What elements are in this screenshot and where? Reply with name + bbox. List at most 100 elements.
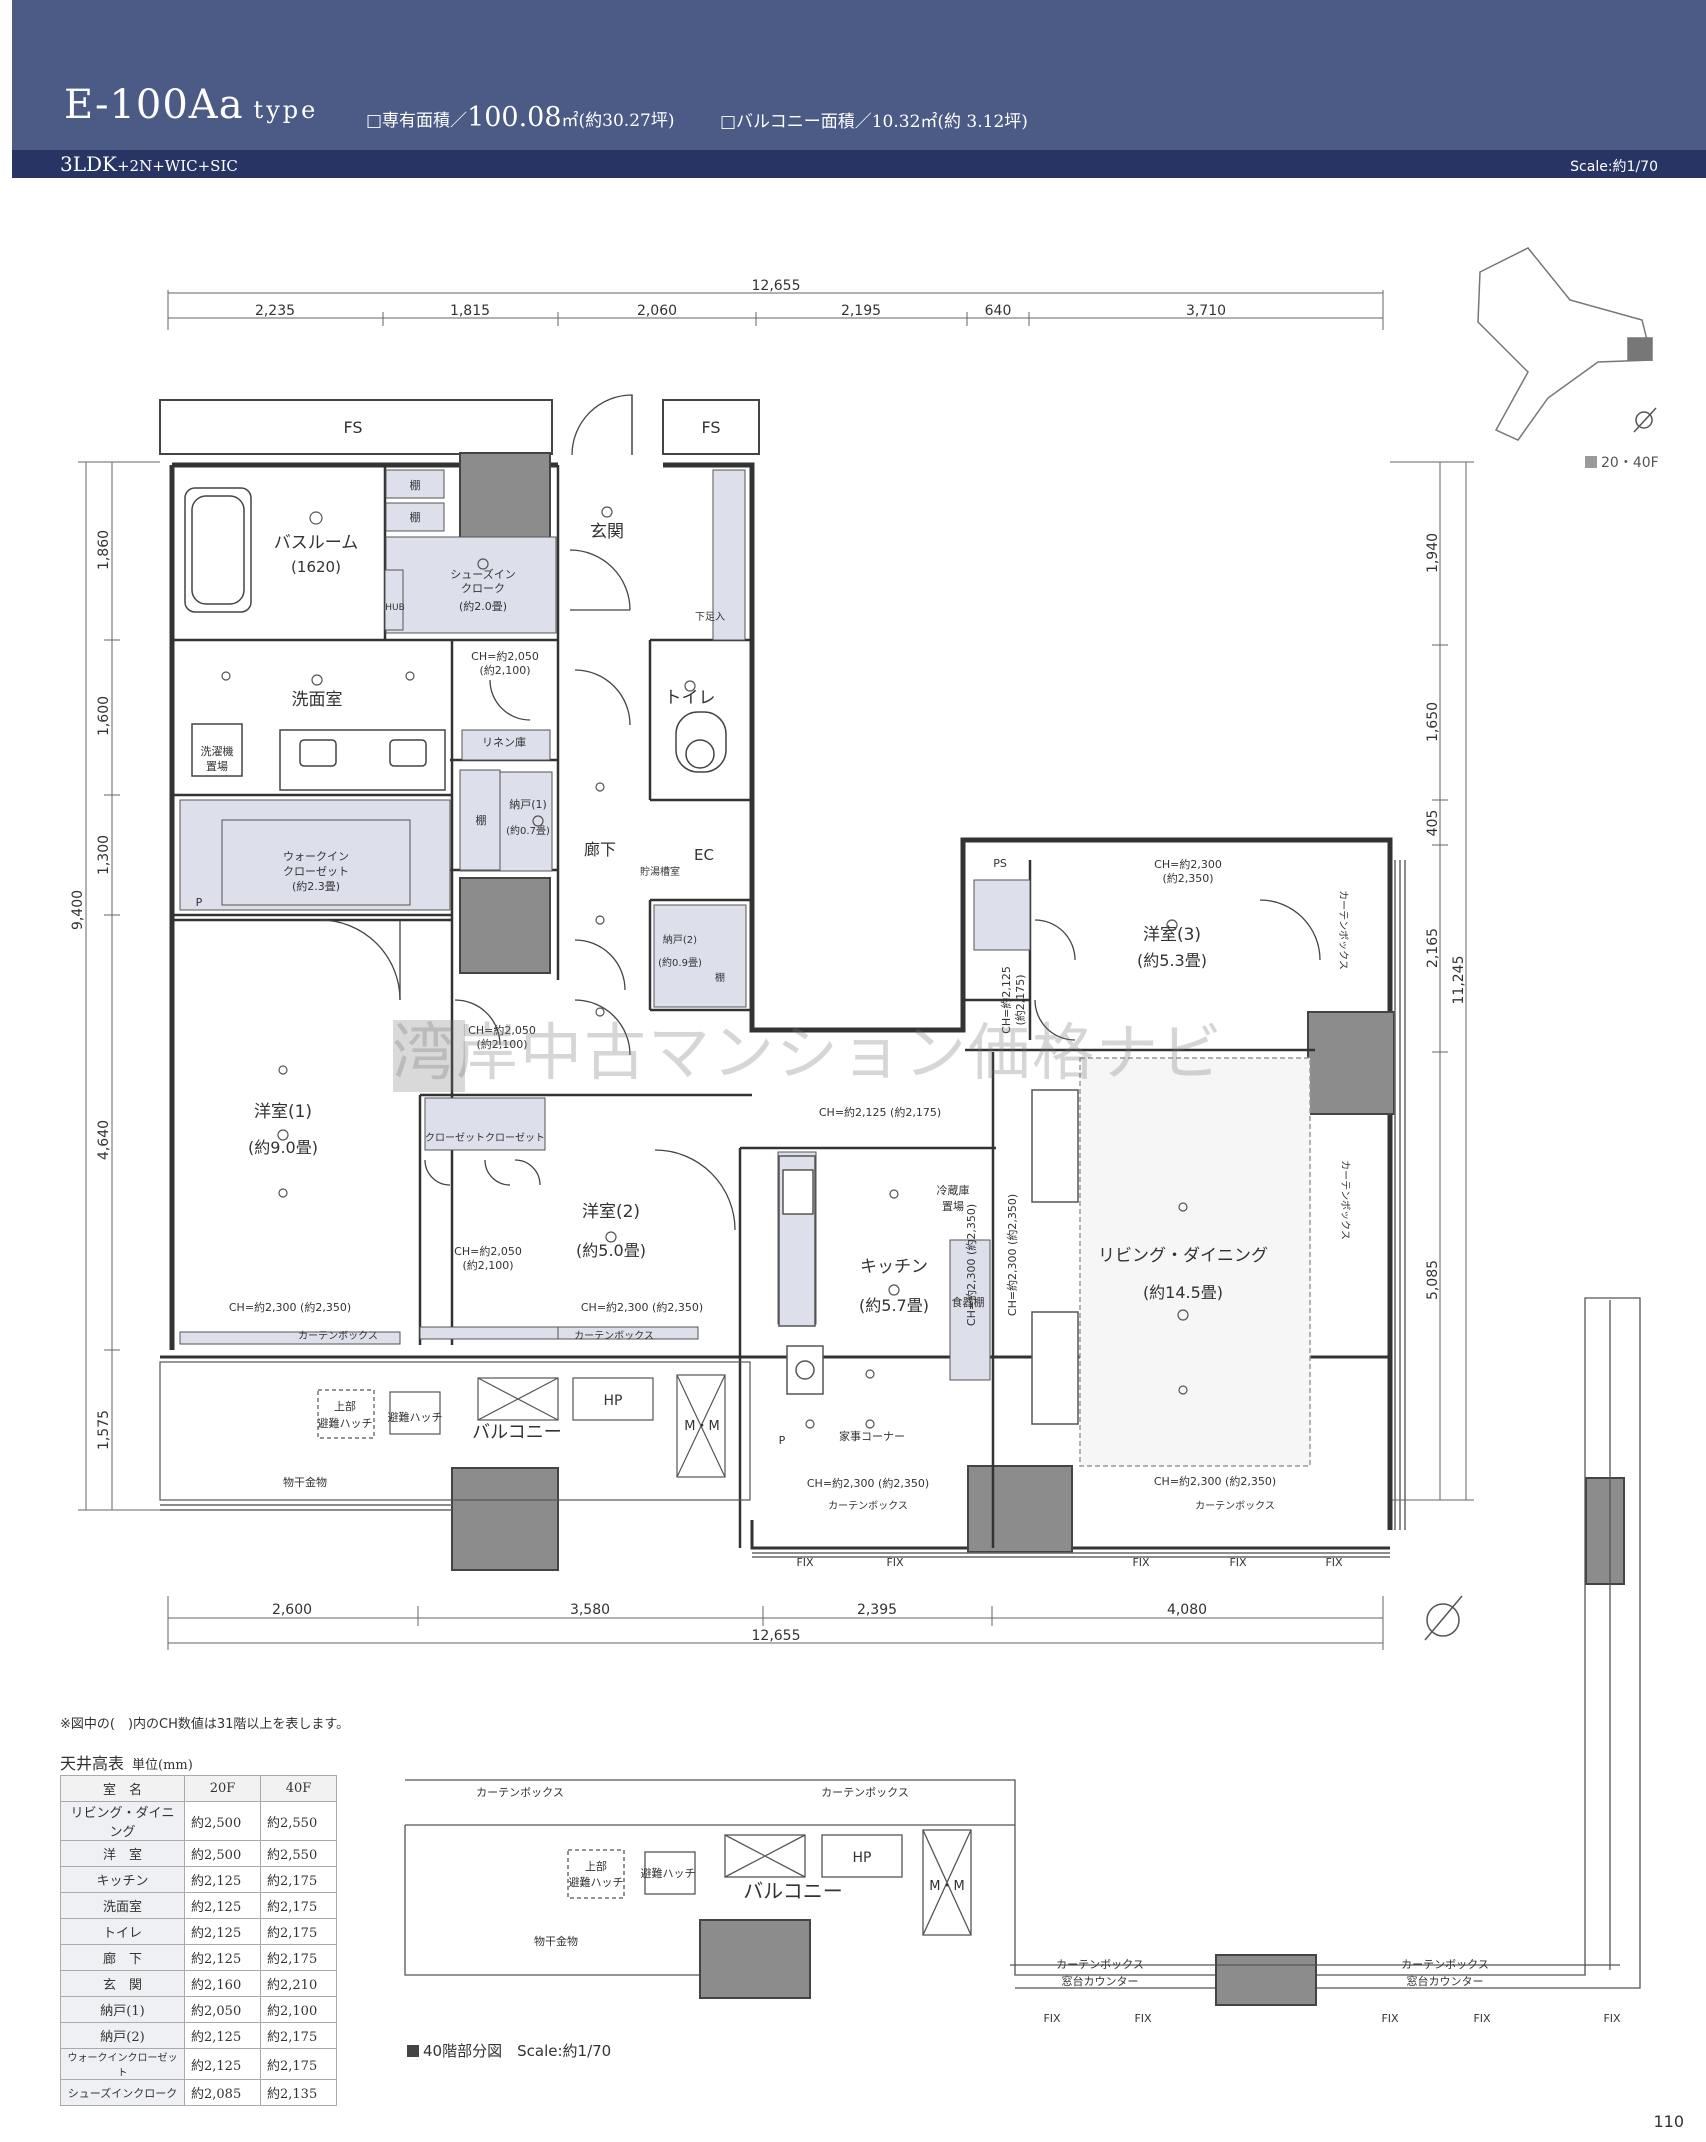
table-header-row: 室 名 20F 40F [60, 1775, 337, 1802]
dim-bottom-1: 2,600 [272, 1602, 312, 1618]
curtain-box-v2: カーテンボックス [1337, 890, 1349, 970]
living-size: (約14.5畳) [1143, 1283, 1223, 1302]
storage2-label: 納戸(2) [663, 933, 697, 946]
p-label-1: P [196, 896, 203, 909]
exclusive-area-value: 100.08 [467, 102, 562, 133]
exclusive-area-tsubo: (約30.27坪) [578, 111, 675, 131]
shoes-closet-label2: クローク [461, 582, 505, 595]
western1-size: (約9.0畳) [248, 1138, 318, 1157]
partial-plan-caption: 40階部分図 Scale:約1/70 [407, 2040, 611, 2061]
dimension-right-labels: 1,940 1,650 405 2,165 5,085 11,245 [1425, 533, 1467, 1300]
storage1-size: (約0.7畳) [506, 824, 550, 837]
ch-western2c: CH=約2,300 (約2,350) [581, 1300, 703, 1314]
room-labels: バスルーム (1620) シューズイン クローク (約2.0畳) 棚 棚 玄関 … [196, 478, 1351, 1569]
curtain-box-40f-a: カーテンボックス [1056, 1958, 1144, 1971]
shelf-storage1: 棚 [476, 813, 487, 827]
fridge-label: 冷蔵庫 [937, 1183, 970, 1197]
ec-label: EC [694, 846, 714, 864]
shoes-closet-label: シューズイン [450, 567, 515, 581]
floor-legend: 20・40F [1585, 452, 1659, 472]
dim-bottom-2: 3,580 [570, 1602, 610, 1618]
dim-bottom-total: 12,655 [752, 1628, 801, 1644]
shelf-1: 棚 [410, 478, 421, 492]
dim-top-4: 2,195 [841, 303, 881, 319]
kitchen-size: (約5.7畳) [859, 1296, 929, 1315]
dim-right-3: 405 [1425, 810, 1441, 837]
window-counter-40f-a: 窓台カウンター [1062, 1974, 1139, 1988]
ch-wic-entry: CH=約2,050 [471, 649, 539, 663]
caption-40f-text: 40階部分図 [423, 2042, 503, 2060]
ch-western2b: (約2,100) [462, 1258, 513, 1272]
fix-40f-2: FIX [1134, 2012, 1152, 2025]
ch-hall: CH=約2,125 (約2,175) [819, 1105, 941, 1119]
dim-top-5: 640 [985, 303, 1012, 319]
western2-label: 洋室(2) [582, 1202, 640, 1222]
fix-5: FIX [1325, 1556, 1343, 1569]
hatch-label-2: 避難ハッチ [388, 1410, 443, 1424]
curtain-box-2: カーテンボックス [574, 1330, 654, 1342]
ch-wic-entry2: (約2,100) [479, 663, 530, 677]
floor-legend-text: 20・40F [1601, 455, 1659, 471]
curtain-box-40f-d: カーテンボックス [821, 1786, 909, 1799]
curtain-box-40f-b: カーテンボックス [1401, 1958, 1489, 1971]
structural-columns [451, 452, 1625, 1585]
fix-1: FIX [796, 1556, 814, 1569]
linen-label: リネン庫 [482, 735, 526, 749]
caption-square [407, 2045, 419, 2057]
fs-areas: FS FS [159, 399, 760, 455]
dim-top-6: 3,710 [1186, 303, 1226, 319]
washer-label2: 置場 [206, 760, 228, 773]
exclusive-area-unit: ㎡ [561, 111, 579, 131]
window-sashes [160, 860, 1406, 1558]
dim-top-total: 12,655 [752, 278, 801, 294]
ch-ps-small2: (約2,175) [1013, 974, 1027, 1025]
fs-label-2: FS [701, 418, 720, 437]
mm-40f-label: M・M [929, 1879, 964, 1894]
dim-top-2: 1,815 [450, 303, 490, 319]
watermark-logo-icon [393, 1020, 465, 1092]
hatch-label: 避難ハッチ [318, 1416, 373, 1430]
closet-label-2: クローゼット [485, 1132, 545, 1144]
bathroom-size: (1620) [291, 558, 341, 576]
fs-label-1: FS [343, 418, 362, 437]
storage1-label: 納戸(1) [509, 798, 547, 811]
fix-4: FIX [1229, 1556, 1247, 1569]
dim-right-total: 11,245 [1451, 956, 1467, 1005]
dim-right-5: 5,085 [1425, 1260, 1441, 1300]
kitchen-counter [778, 1155, 824, 1395]
hub-label: HUB [385, 603, 405, 613]
shoes-closet-size: (約2.0畳) [459, 599, 507, 613]
dimension-left-labels: 1,860 1,600 1,300 4,640 1,575 9,400 [70, 530, 112, 1450]
dim-right-1: 1,940 [1425, 533, 1441, 573]
washroom-label: 洗面室 [292, 690, 343, 710]
ch-note: ※図中の( )内のCH数値は31階以上を表します。 [60, 1717, 350, 1732]
page-number: 110 [1653, 2112, 1684, 2131]
fridge-label2: 置場 [942, 1200, 964, 1213]
dimension-top [167, 290, 1384, 330]
dim-left-5: 1,575 [96, 1410, 112, 1450]
ch-western3b: (約2,350) [1162, 871, 1213, 885]
washer-label: 洗濯機 [201, 744, 234, 758]
partial-plan-40f [404, 1297, 1641, 2006]
ch-corr2: (約2,100) [476, 1037, 527, 1051]
layout-type: 3LDK+2N+WIC+SIC [60, 152, 238, 176]
dim-top-1: 2,235 [255, 303, 295, 319]
dimension-top-labels: 12,655 2,235 1,815 2,060 2,195 640 3,710 [255, 278, 1226, 319]
col-20f: 20F [184, 1775, 261, 1802]
ps-label: PS [993, 857, 1007, 870]
dim-right-2: 1,650 [1425, 702, 1441, 742]
exclusive-area-label: □専有面積／ [366, 111, 468, 131]
layout-extra: +2N+WIC+SIC [116, 157, 238, 175]
ceiling-table-title: 天井高表単位(mm) [60, 1754, 193, 1773]
curtain-box-4: カーテンボックス [1195, 1500, 1275, 1512]
hp-40f-label: HP [853, 1850, 872, 1866]
fix-40f-5: FIX [1603, 2012, 1621, 2025]
mm-label: M・M [684, 1419, 719, 1434]
